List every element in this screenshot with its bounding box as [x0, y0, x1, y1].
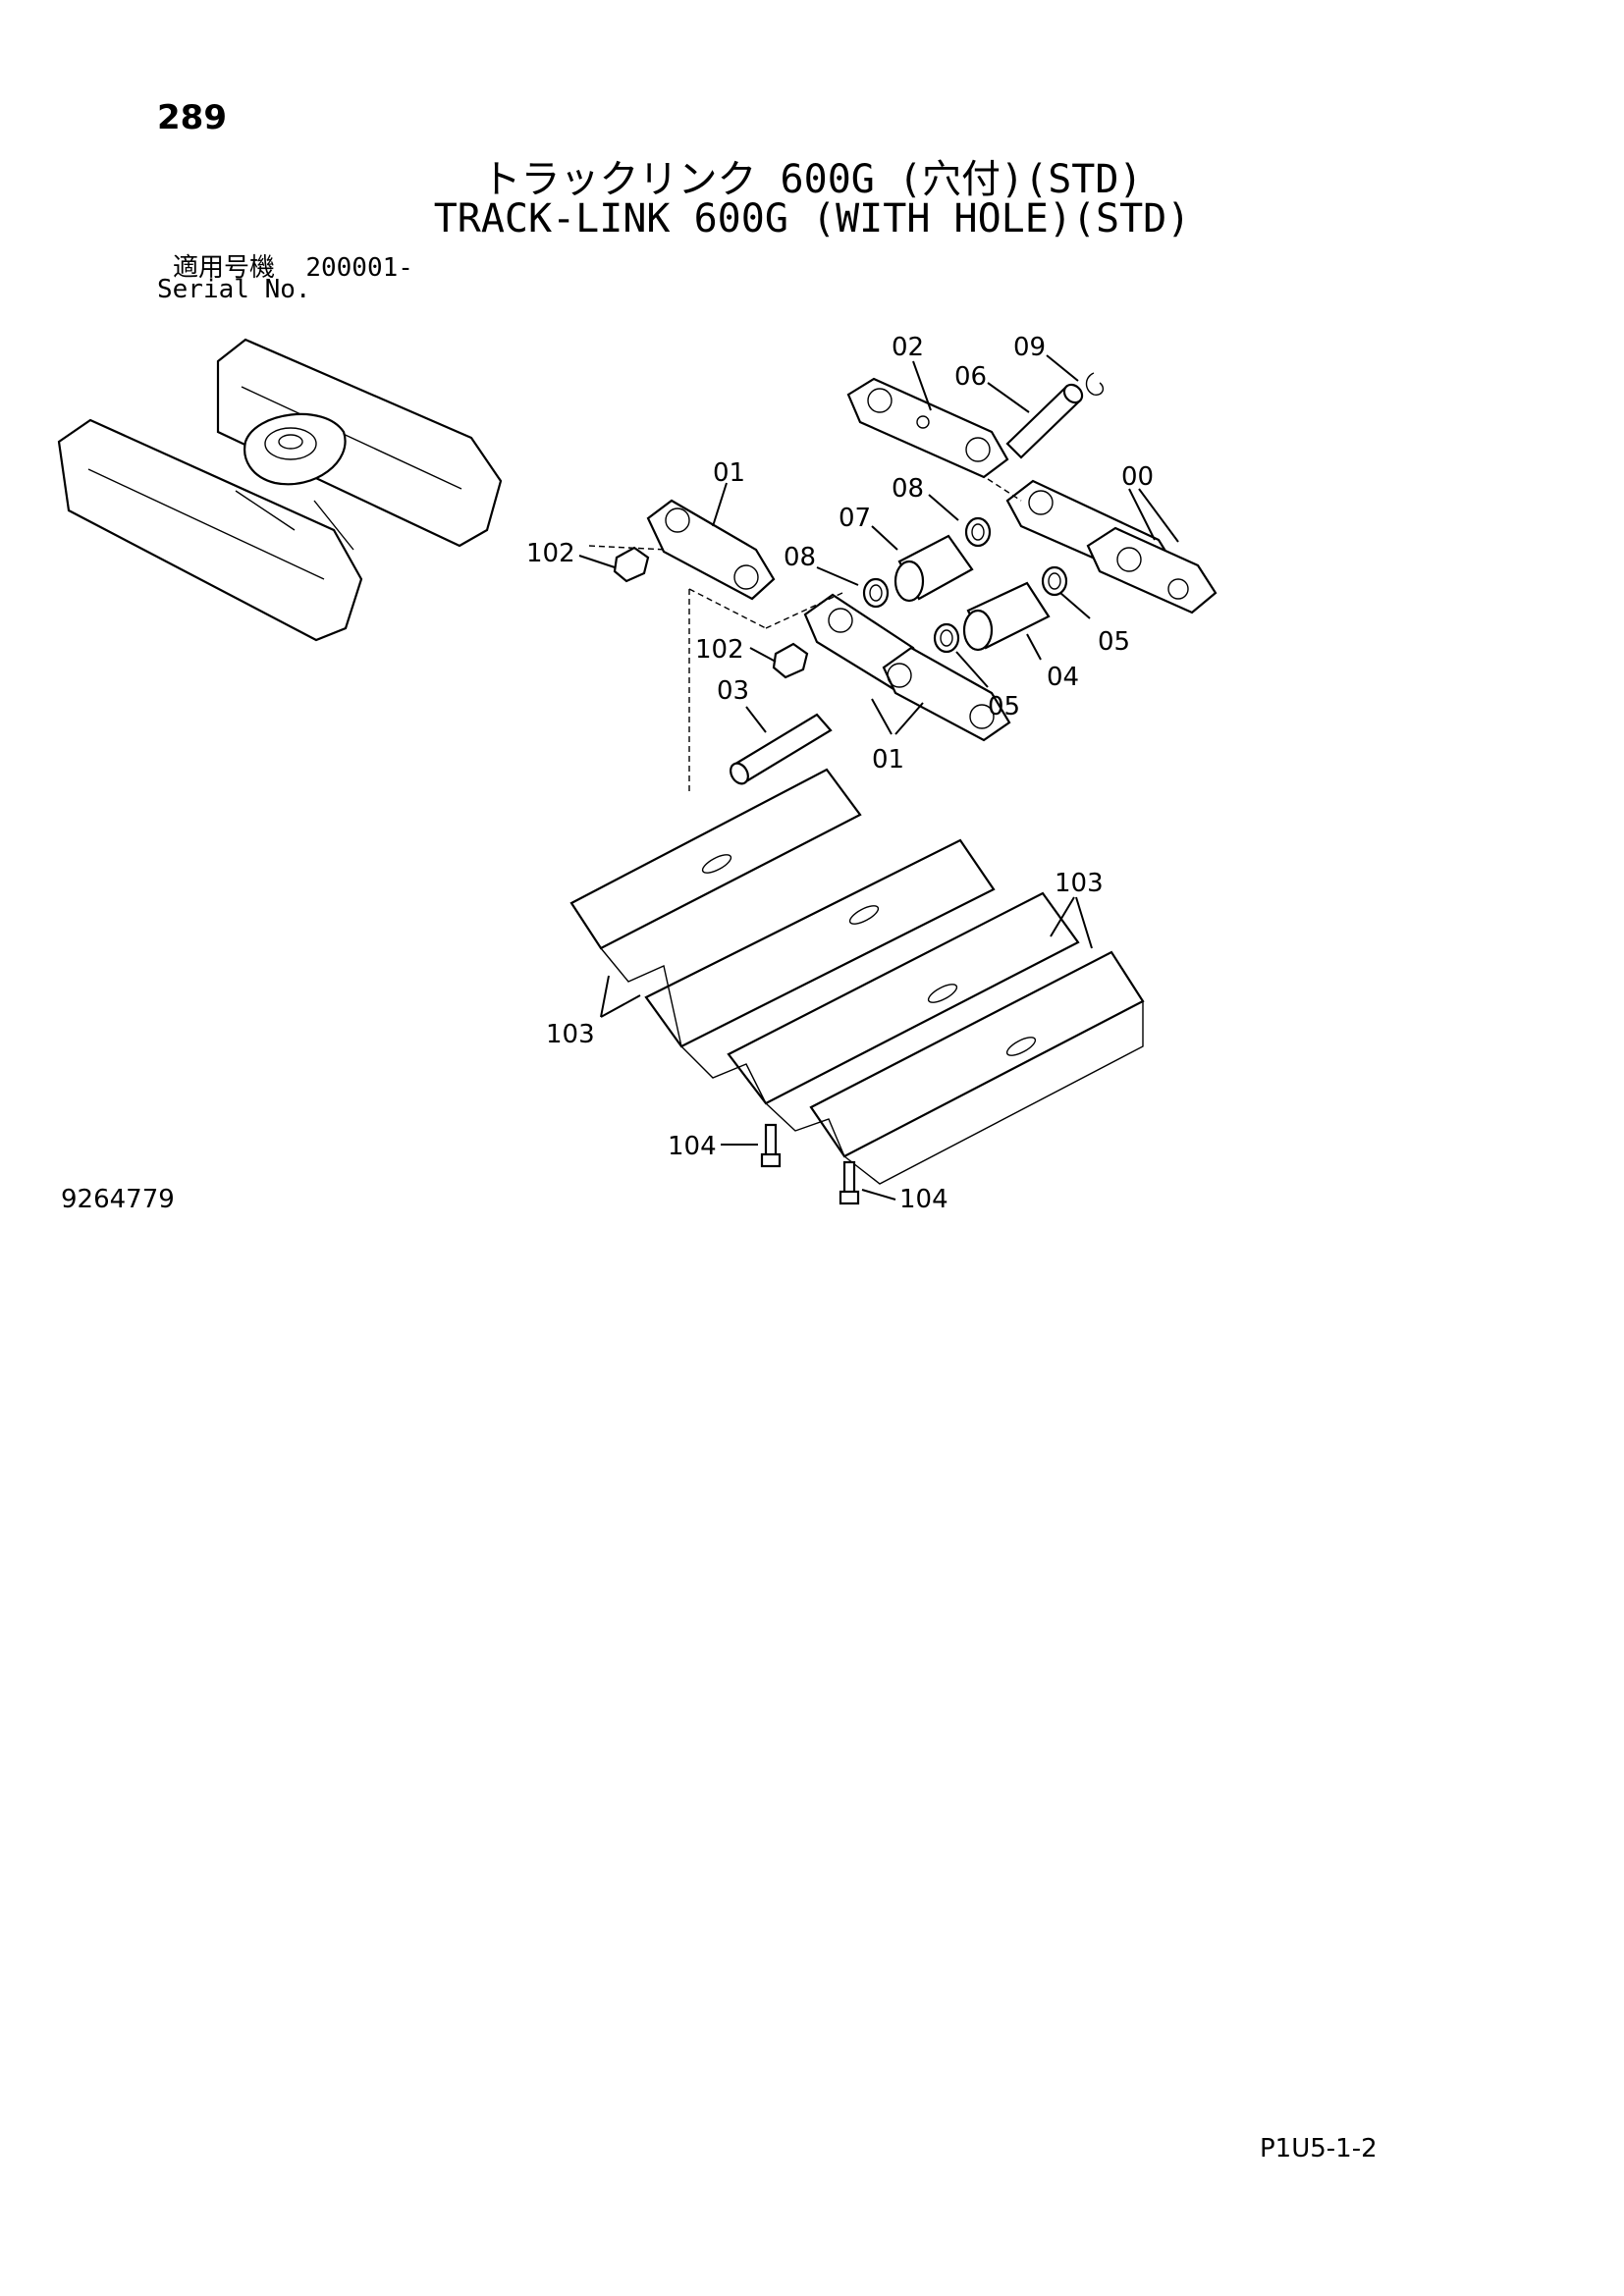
track-link-02	[846, 377, 1009, 479]
nut-102-lower	[772, 642, 809, 679]
callout-01-upper: 01	[713, 458, 745, 488]
callout-05-right: 05	[1098, 627, 1130, 657]
serial-label-japanese: 適用号機	[173, 253, 276, 283]
seal-05-lower	[933, 622, 960, 654]
callout-08-lower: 08	[784, 543, 816, 572]
callout-labels: 02 09 06 01 00 08 07 102 08 05 102 04 03…	[526, 333, 1154, 1214]
serial-label-english: Serial No.	[157, 275, 311, 304]
callout-06: 06	[954, 362, 987, 392]
callout-03: 03	[717, 676, 749, 706]
callout-09: 09	[1013, 333, 1046, 362]
callout-08-upper: 08	[892, 474, 924, 504]
bolt-104-right	[839, 1160, 860, 1205]
callout-104-left: 104	[668, 1132, 717, 1161]
track-link-00	[1005, 479, 1218, 614]
callout-05-left: 05	[988, 692, 1020, 721]
drawing-number: 9264779	[61, 1185, 175, 1214]
callout-02: 02	[892, 333, 924, 362]
seal-08-upper	[964, 516, 992, 548]
callout-00: 00	[1121, 462, 1154, 492]
seal-08-lower	[862, 577, 890, 609]
nut-102-upper	[613, 546, 650, 583]
callout-102-upper: 102	[526, 539, 575, 568]
callout-104-right: 104	[899, 1185, 948, 1214]
pin-06	[1005, 383, 1084, 459]
footer-page-code: P1U5-1-2	[1260, 2134, 1378, 2163]
callout-04: 04	[1047, 663, 1079, 692]
serial-line-japanese: 適用号機 200001-	[173, 247, 413, 284]
bushing-04	[962, 581, 1051, 652]
undercarriage-overview-illustration	[57, 338, 503, 642]
callout-103-right: 103	[1055, 869, 1104, 898]
track-link-01-lower	[803, 593, 1011, 742]
leader-lines	[578, 354, 1179, 1201]
page-title-japanese: トラックリンク 600G (穴付)(STD)	[481, 157, 1143, 202]
callout-01-lower: 01	[872, 745, 904, 774]
callout-103-left: 103	[546, 1020, 595, 1049]
serial-value: 200001-	[305, 253, 413, 283]
page-number: 289	[157, 98, 227, 137]
bushing-07	[893, 534, 974, 603]
pin-03	[730, 713, 833, 785]
bolt-104-left	[760, 1123, 782, 1168]
track-shoes-103	[569, 768, 1145, 1185]
page-title-english: TRACK-LINK 600G (WITH HOLE)(STD)	[433, 196, 1191, 241]
callout-102-lower: 102	[695, 635, 744, 665]
track-link-01-upper	[646, 499, 776, 601]
retaining-ring-09	[1085, 372, 1105, 396]
seal-05-upper	[1041, 565, 1068, 597]
callout-07: 07	[839, 504, 871, 533]
